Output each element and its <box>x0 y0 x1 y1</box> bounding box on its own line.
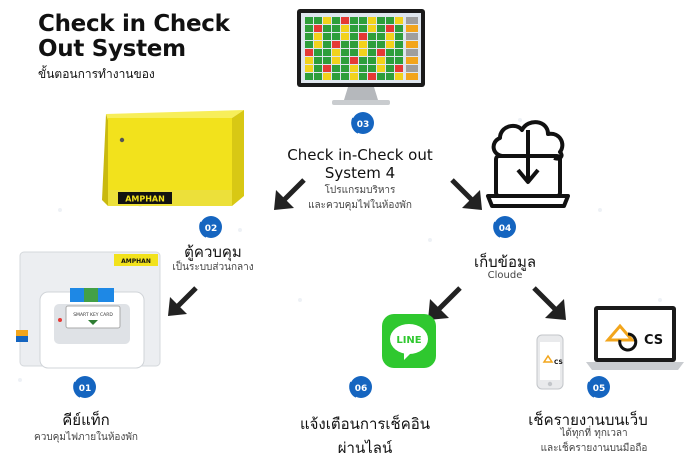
step-badge-06: 06 <box>348 374 374 400</box>
step-01-sub: ควบคุมไฟภายในห้องพัก <box>34 432 138 443</box>
page-title: Check in Check Out System <box>38 11 230 62</box>
svg-text:SMART KEY CARD: SMART KEY CARD <box>73 312 113 318</box>
arrow-to-cabinet <box>272 176 308 212</box>
step-badge-05: 05 <box>586 374 612 400</box>
step-02-sub: เป็นระบบส่วนกลาง <box>172 262 254 273</box>
svg-text:03: 03 <box>357 120 370 130</box>
cloud-download-icon <box>482 116 574 212</box>
step-03-sub: โปรแกรมบริหาร และควบคุมไฟในห้องพัก <box>308 185 412 211</box>
step-badge-01: 01 <box>72 374 98 400</box>
laptop-icon: CS <box>586 304 684 374</box>
step-05-label: เช็ครายงานบนเว็บ <box>528 411 648 429</box>
step-02-label: ตู้ควบคุม <box>184 243 242 261</box>
monitor-icon <box>296 8 426 108</box>
keycard-reader-icon: AMPHAN SMART KEY CARD <box>14 246 162 372</box>
step-badge-04: 04 <box>492 214 518 240</box>
step-01-label: คีย์แท็ก <box>62 411 110 429</box>
page-subtitle: ขั้นตอนการทำงานของ <box>38 67 155 81</box>
cabinet-icon: AMPHAN <box>94 110 244 212</box>
svg-text:06: 06 <box>355 384 368 394</box>
arrow-to-line <box>426 284 464 322</box>
phone-icon: CS <box>536 334 564 390</box>
svg-text:02: 02 <box>205 224 218 234</box>
step-04-label: เก็บข้อมูล <box>473 253 537 271</box>
step-05-sub: ได้ทุกที่ ทุกเวลา และเช็ครายงานบนมือถือ <box>540 428 648 454</box>
svg-text:04: 04 <box>499 224 512 234</box>
svg-text:05: 05 <box>593 384 606 394</box>
step-06-label: แจ้งเตือนการเช็คอิน ผ่านไลน์ <box>299 415 431 457</box>
step-04-sub: Cloude <box>487 270 523 281</box>
arrow-to-laptop <box>530 284 568 322</box>
step-badge-02: 02 <box>198 214 224 240</box>
line-app-icon: LINE <box>382 314 436 368</box>
svg-text:CS: CS <box>554 359 563 366</box>
svg-text:CS: CS <box>644 333 663 348</box>
svg-text:LINE: LINE <box>396 335 421 346</box>
svg-text:AMPHAN: AMPHAN <box>121 258 151 265</box>
svg-text:01: 01 <box>79 384 92 394</box>
svg-text:AMPHAN: AMPHAN <box>125 195 165 204</box>
step-03-label: Check in-Check out System 4 <box>287 146 433 182</box>
arrow-to-cloud <box>448 176 484 212</box>
arrow-to-keycard <box>166 284 200 318</box>
step-badge-03: 03 <box>350 110 376 136</box>
